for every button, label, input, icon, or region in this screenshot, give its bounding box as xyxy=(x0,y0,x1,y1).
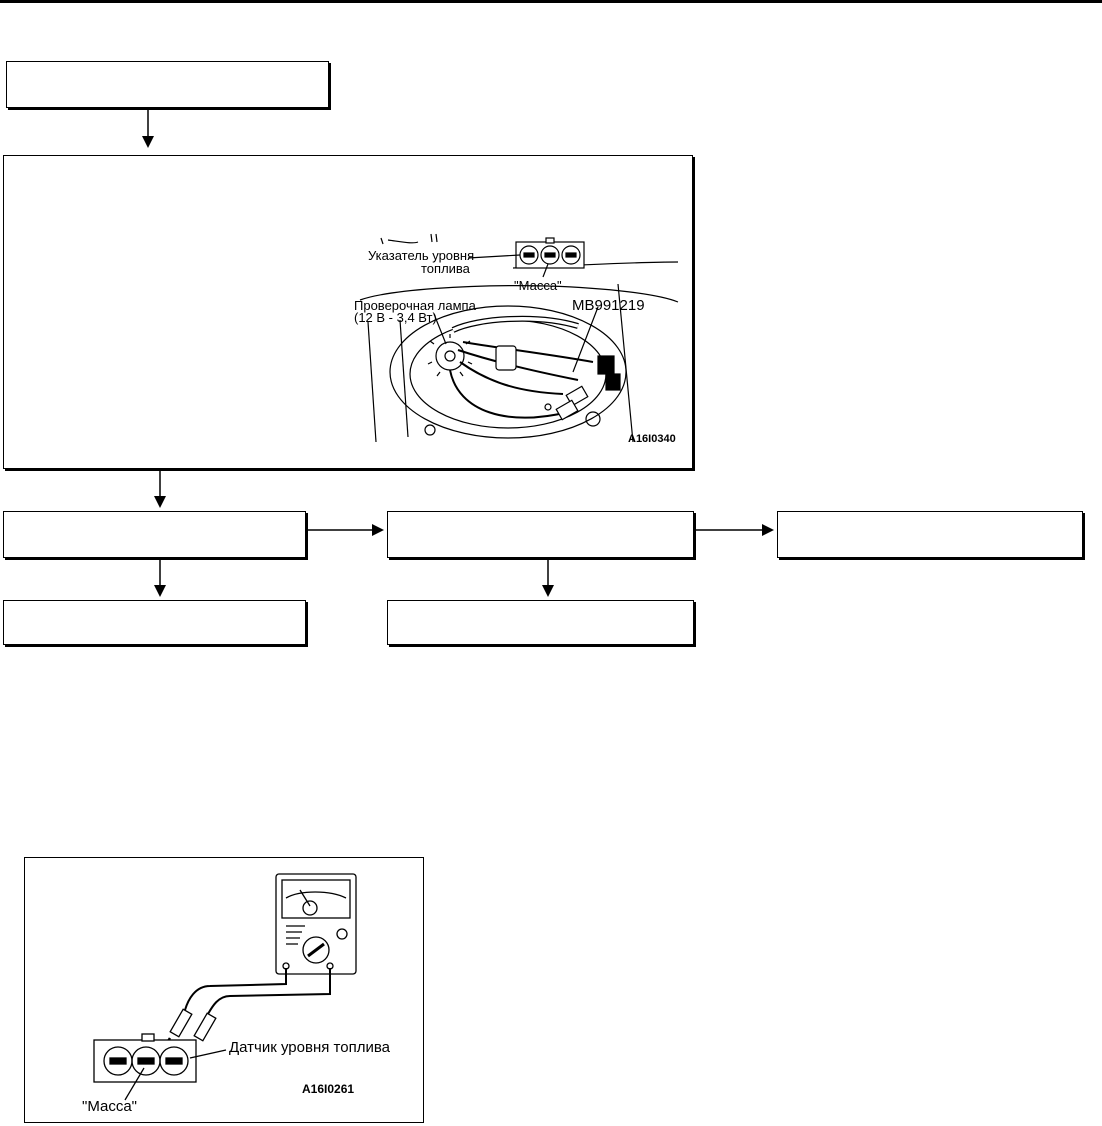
flow-box-check-step xyxy=(3,155,693,469)
flow-box-result-left xyxy=(3,511,306,558)
flow-box-result-middle xyxy=(387,511,694,558)
flow-box-action-middle xyxy=(387,600,694,645)
flow-box-start xyxy=(6,61,329,108)
label-ground-fig1: "Масса" xyxy=(514,278,562,293)
label-adapter-code: MB991219 xyxy=(572,297,645,314)
label-ground-fig2: "Масса" xyxy=(82,1098,137,1115)
figure-code-1: A16I0340 xyxy=(628,433,676,445)
header-rule xyxy=(0,0,1102,3)
figure-code-2: A16I0261 xyxy=(302,1082,355,1096)
label-test-lamp: Проверочная лампа xyxy=(354,298,476,313)
label-test-lamp-rating: (12 В - 3,4 Вт) xyxy=(354,310,437,325)
label-fuel-level-sensor: Датчик уровня топлива xyxy=(229,1039,390,1056)
flow-box-action-left xyxy=(3,600,306,645)
flow-arrows xyxy=(142,108,774,597)
figure-multimeter-illustration xyxy=(93,873,357,1101)
label-fuel-gauge-line2: топлива xyxy=(421,261,470,276)
figure-multimeter-frame xyxy=(24,857,424,1123)
flow-box-result-right xyxy=(777,511,1083,558)
label-fuel-gauge: Указатель уровня xyxy=(368,248,475,263)
figure-test-lamp-illustration xyxy=(359,233,679,443)
